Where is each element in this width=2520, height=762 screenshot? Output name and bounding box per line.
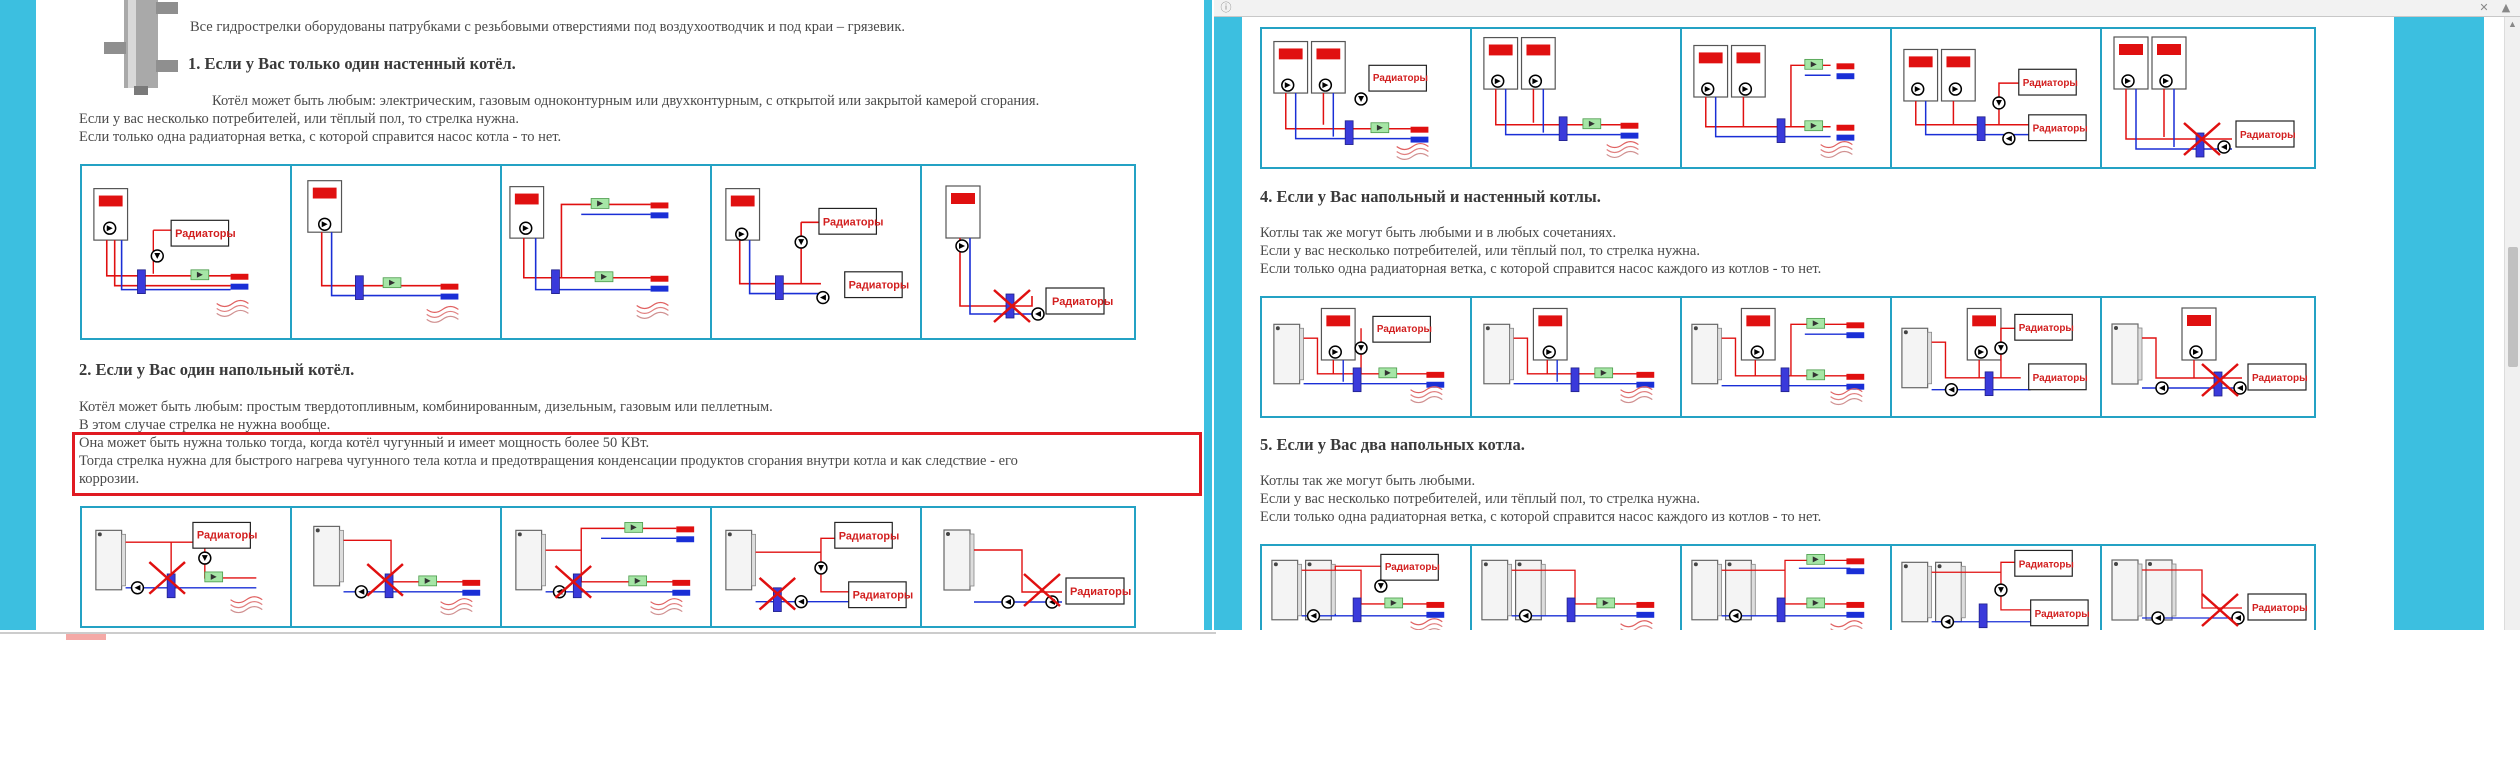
diagram-cell[interactable] [2102,29,2312,167]
close-icon[interactable]: ✕ [2479,1,2489,14]
info-icon[interactable]: ⓘ [1220,1,1232,14]
diagram-cell[interactable] [1472,546,1682,630]
heating-scheme-diagram [82,508,290,626]
diagram-cell[interactable] [292,508,502,626]
heating-scheme-diagram [1262,546,1470,630]
diagram-cell[interactable] [712,508,922,626]
diagram-cell[interactable] [922,508,1132,626]
highlight-line-1: Она может быть нужна только тогда, когда… [79,435,650,451]
diagram-cell[interactable] [82,166,292,338]
diagram-cell[interactable] [1892,298,2102,416]
section-1-heading: 1. Если у Вас только один настенный котё… [188,54,516,73]
section-1-paragraph-2: Если у вас несколько потребителей, или т… [79,111,519,127]
highlight-line-3: коррозии. [79,471,140,487]
diagram-cell[interactable] [1682,298,1892,416]
heating-scheme-diagram [1262,29,1470,167]
heating-scheme-diagram [1892,29,2100,167]
highlight-line-2: Тогда стрелка нужна для быстрого нагрева… [79,453,1018,469]
diagram-cell[interactable] [1682,546,1892,630]
heating-scheme-diagram [292,166,500,338]
heating-scheme-diagram [2102,546,2312,630]
heating-scheme-diagram [502,508,710,626]
right-page-side-background [1214,17,1242,630]
right-browser-window: ⓘ ✕ ▲ 4. Если у Вас напольный и настенны… [1214,0,2520,630]
heating-scheme-diagram [1472,546,1680,630]
heating-scheme-diagram [922,508,1132,626]
section-5-paragraph-3: Если только одна радиаторная ветка, с ко… [1260,509,1822,525]
heating-scheme-diagram [712,166,920,338]
section-4-paragraph-1: Котлы так же могут быть любыми и в любых… [1260,225,1617,241]
section-4-heading: 4. Если у Вас напольный и настенный котл… [1260,187,1601,206]
heating-scheme-diagram [292,508,500,626]
heating-scheme-diagram [1892,546,2100,630]
section-4-diagrams [1260,296,2316,418]
heating-scheme-diagram [82,166,290,338]
section-5-heading: 5. Если у Вас два напольных котла. [1260,435,1525,454]
heating-scheme-diagram [1892,298,2100,416]
diagram-cell[interactable] [1472,298,1682,416]
left-browser-window: Все гидрострелки оборудованы патрубками … [0,0,1212,630]
section-3-diagrams [1260,27,2316,169]
diagram-cell[interactable] [712,166,922,338]
diagram-cell[interactable] [922,166,1132,338]
empty-bottom-area [0,630,2520,762]
heating-scheme-diagram [1262,298,1470,416]
section-2-paragraph-1: Котёл может быть любым: простым твердото… [79,399,773,415]
section-2-heading: 2. Если у Вас один напольный котёл. [79,360,355,379]
section-5-paragraph-2: Если у вас несколько потребителей, или т… [1260,491,1700,507]
diagram-cell[interactable] [1682,29,1892,167]
diagram-cell[interactable] [82,508,292,626]
diagram-cell[interactable] [1472,29,1682,167]
heating-scheme-diagram [922,166,1132,338]
section-4-paragraph-2: Если у вас несколько потребителей, или т… [1260,243,1700,259]
taskbar-tab[interactable] [66,634,106,640]
heating-scheme-diagram [1472,29,1680,167]
highlight-box [72,432,1202,496]
diagram-cell[interactable] [2102,298,2312,416]
diagram-cell[interactable] [1262,298,1472,416]
left-page-content: Все гидрострелки оборудованы патрубками … [36,0,1204,630]
diagram-cell[interactable] [2102,546,2312,630]
window-bottom-edge [0,632,1216,634]
heating-scheme-diagram [712,508,920,626]
section-1-paragraph-1: Котёл может быть любым: электрическим, г… [212,93,1040,109]
diagram-cell[interactable] [502,508,712,626]
section-1-diagrams [80,164,1136,340]
diagram-cell[interactable] [1262,29,1472,167]
hydraulic-separator-image [104,0,178,95]
diagram-cell[interactable] [1262,546,1472,630]
section-5-diagrams [1260,544,2316,630]
section-2-diagrams [80,506,1136,628]
diagram-cell[interactable] [292,166,502,338]
browser-address-bar[interactable]: ⓘ ✕ ▲ [1214,0,2520,17]
diagram-cell[interactable] [1892,546,2102,630]
heating-scheme-diagram [502,166,710,338]
scrollbar-thumb[interactable] [2508,247,2518,367]
heating-scheme-diagram [1472,298,1680,416]
section-1-paragraph-3: Если только одна радиаторная ветка, с ко… [79,129,562,145]
vertical-scrollbar[interactable]: ▲ [2504,17,2520,630]
chevron-up-icon[interactable]: ▲ [2501,1,2511,14]
section-4-paragraph-3: Если только одна радиаторная ветка, с ко… [1260,261,1822,277]
diagram-cell[interactable] [502,166,712,338]
left-page-side-background-right [1204,0,1212,630]
heating-scheme-diagram [1682,29,1890,167]
diagram-cell[interactable] [1892,29,2102,167]
scroll-up-icon[interactable]: ▲ [2508,19,2517,29]
left-page-side-background [0,0,36,630]
intro-text: Все гидрострелки оборудованы патрубками … [190,19,905,35]
heating-scheme-diagram [1682,546,1890,630]
right-page-content: 4. Если у Вас напольный и настенный котл… [1242,17,2394,630]
heating-scheme-diagram [2102,298,2312,416]
section-2-paragraph-2: В этом случае стрелка не нужна вообще. [79,417,331,433]
heating-scheme-diagram [1682,298,1890,416]
heating-scheme-diagram [2102,29,2312,167]
section-5-paragraph-1: Котлы так же могут быть любыми. [1260,473,1476,489]
right-page-side-background-right [2394,17,2484,630]
